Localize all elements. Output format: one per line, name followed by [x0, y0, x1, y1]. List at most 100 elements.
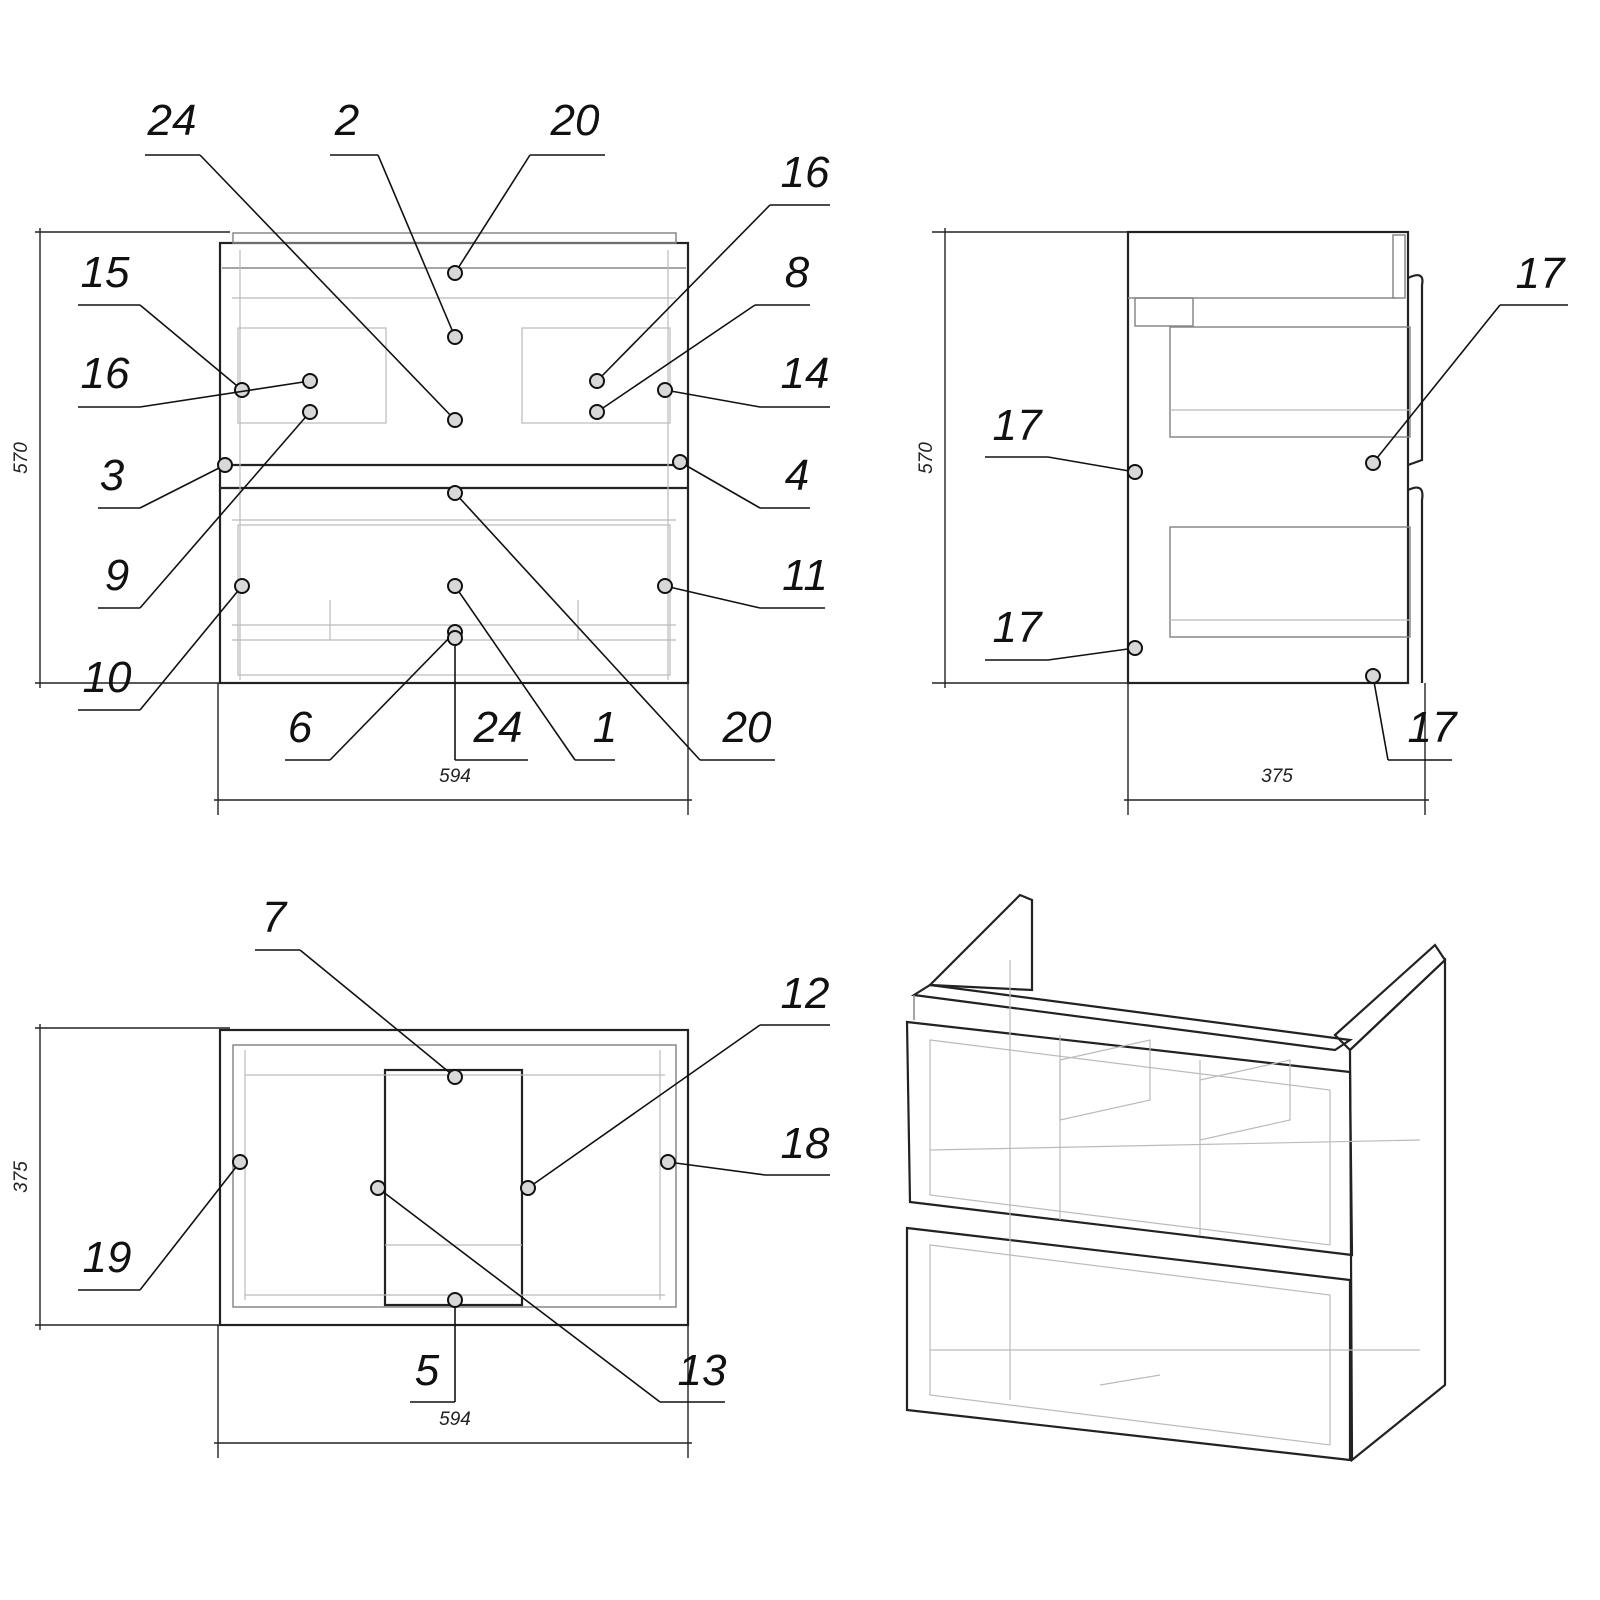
callout-top-view: 5: [410, 1292, 463, 1403]
callout-side-view: 17: [985, 603, 1143, 661]
leader-line: [139, 304, 243, 391]
callout-label: 18: [781, 1119, 830, 1168]
callout-front-view: 9: [98, 404, 318, 609]
callout-point-icon: [1127, 464, 1143, 480]
callout-front-view: 1: [447, 578, 617, 761]
callout-label: 16: [81, 349, 130, 398]
callout-label: 14: [781, 349, 830, 398]
leader-line: [1372, 675, 1389, 761]
callout-point-icon: [1365, 668, 1381, 684]
side-depth-dim: 375: [1261, 766, 1293, 787]
callout-label: 6: [288, 703, 313, 752]
callout-point-icon: [447, 265, 463, 281]
callout-front-view: 15: [78, 248, 250, 398]
callout-point-icon: [672, 454, 688, 470]
callout-label: 8: [785, 248, 810, 297]
callout-front-view: 4: [672, 451, 810, 509]
callout-point-icon: [234, 578, 250, 594]
callout-label: 24: [147, 96, 197, 145]
top-view: 375 594: [11, 1024, 692, 1458]
leader-line: [664, 585, 761, 609]
callout-point-icon: [520, 1180, 536, 1196]
callout-side-view: 17: [985, 401, 1143, 480]
callout-point-icon: [232, 1154, 248, 1170]
callout-point-icon: [217, 457, 233, 473]
callout-label: 19: [83, 1233, 132, 1282]
callout-front-view: 3: [98, 451, 233, 509]
leader-line: [139, 464, 226, 509]
callout-point-icon: [447, 1292, 463, 1308]
callout-point-icon: [589, 373, 605, 389]
leader-line: [1047, 647, 1136, 661]
front-view: 570 594: [11, 228, 692, 815]
front-height-dim: 570: [11, 442, 32, 474]
leader-line: [199, 154, 456, 421]
callout-front-view: 24: [447, 630, 528, 761]
callout-side-view: 17: [1365, 668, 1458, 761]
callout-point-icon: [302, 373, 318, 389]
top-depth-dim: 375: [11, 1161, 32, 1193]
callout-label: 1: [593, 703, 617, 752]
callout-point-icon: [660, 1154, 676, 1170]
callout-top-view: 7: [255, 893, 463, 1085]
callout-point-icon: [447, 578, 463, 594]
leader-line: [596, 304, 756, 413]
leader-line: [1047, 456, 1136, 473]
leader-line: [667, 1161, 766, 1176]
callout-label: 15: [81, 248, 130, 297]
callout-side-view: 17: [1365, 249, 1568, 471]
side-view: 570 375: [916, 228, 1429, 815]
callout-label: 13: [678, 1346, 727, 1395]
side-height-dim: 570: [916, 442, 937, 474]
leader-line: [596, 204, 771, 382]
callout-label: 10: [83, 653, 132, 702]
callout-front-view: 16: [589, 148, 830, 389]
top-width-dim: 594: [439, 1409, 471, 1430]
callout-label: 4: [785, 451, 809, 500]
callout-point-icon: [1365, 455, 1381, 471]
callout-label: 17: [993, 401, 1043, 450]
leader-line: [679, 461, 761, 509]
leader-line: [664, 389, 761, 408]
front-width-dim: 594: [439, 766, 471, 787]
callout-point-icon: [370, 1180, 386, 1196]
callout-label: 17: [1408, 703, 1458, 752]
callout-front-view: 11: [657, 551, 828, 609]
callout-point-icon: [657, 382, 673, 398]
callout-label: 9: [105, 551, 129, 600]
callout-label: 12: [781, 969, 830, 1018]
callout-front-view: 20: [447, 485, 775, 761]
leader-line: [454, 585, 576, 761]
callout-front-view: 16: [78, 349, 318, 408]
callout-label: 20: [550, 96, 600, 145]
leader-line: [299, 949, 456, 1078]
callout-front-view: 20: [447, 96, 605, 281]
callout-front-view: 6: [285, 624, 463, 761]
callout-front-view: 14: [657, 349, 830, 408]
callout-top-view: 18: [660, 1119, 830, 1176]
callout-front-view: 24: [145, 96, 463, 428]
callout-top-view: 19: [78, 1154, 248, 1291]
isometric-view: [905, 893, 1447, 1463]
callout-point-icon: [447, 485, 463, 501]
callout-point-icon: [447, 412, 463, 428]
callout-point-icon: [657, 578, 673, 594]
callout-front-view: 10: [78, 578, 250, 711]
callout-top-view: 12: [520, 969, 830, 1196]
callout-front-view: 2: [330, 96, 463, 345]
callout-label: 7: [262, 893, 288, 942]
callout-point-icon: [447, 630, 463, 646]
callout-label: 17: [1516, 249, 1566, 298]
callout-top-view: 13: [370, 1180, 727, 1403]
callout-point-icon: [447, 1069, 463, 1085]
leader-line: [527, 1024, 761, 1189]
leader-line: [139, 411, 311, 609]
callout-point-icon: [589, 404, 605, 420]
leader-line: [139, 1161, 241, 1291]
leader-line: [454, 154, 531, 274]
callout-front-view: 8: [589, 248, 810, 420]
leader-line: [454, 492, 701, 761]
callout-label: 2: [334, 96, 359, 145]
